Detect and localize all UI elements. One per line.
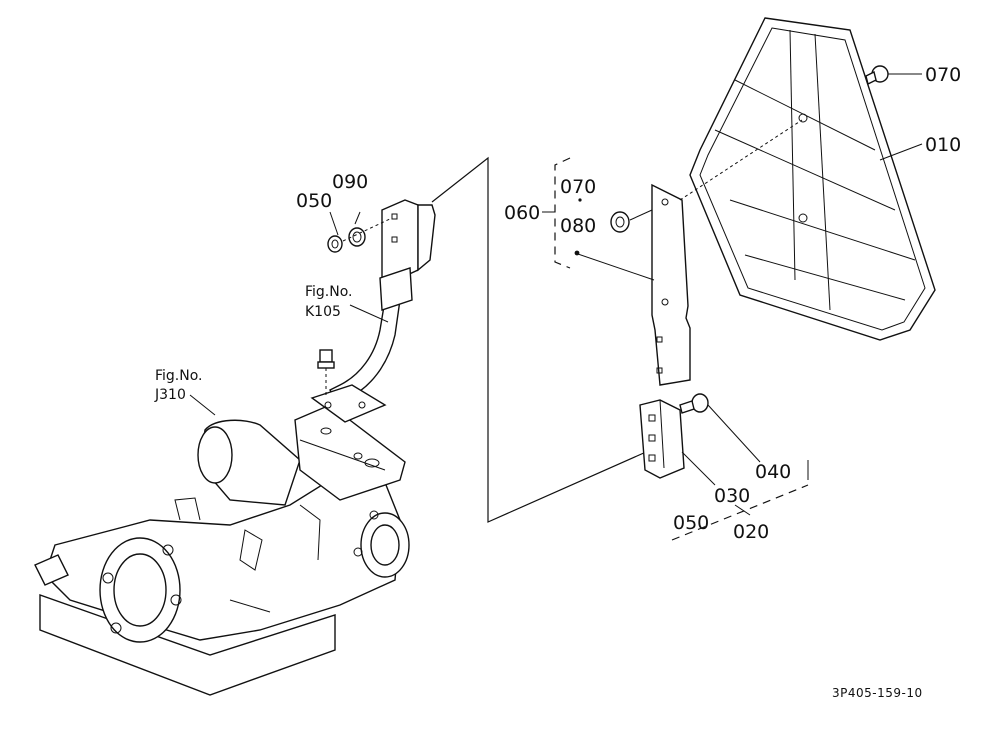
upper-washer — [348, 227, 366, 247]
callout-070-group: 070 — [560, 176, 596, 198]
callout-070-screw: 070 — [925, 64, 961, 86]
mounting-arm — [651, 183, 691, 386]
callout-080: 080 — [560, 215, 596, 237]
callout-090: 090 — [332, 171, 368, 193]
upper-nut — [327, 235, 343, 253]
callout-030: 030 — [714, 485, 750, 507]
mid-nut — [610, 211, 630, 233]
callout-050-top: 050 — [296, 190, 332, 212]
callout-010: 010 — [925, 134, 961, 156]
callout-040: 040 — [755, 461, 791, 483]
figref-k105-code: K105 — [305, 304, 341, 320]
figref-j310-label: Fig.No. — [155, 368, 203, 384]
drawing-code: 3P405-159-10 — [832, 686, 923, 700]
callout-050-bottom: 050 — [673, 512, 709, 534]
transmission-housing — [34, 404, 410, 696]
callout-020: 020 — [733, 521, 769, 543]
mounting-rod — [310, 299, 401, 423]
lower-screw — [679, 393, 709, 414]
clamp-block — [639, 399, 685, 479]
panel-screw — [865, 65, 889, 86]
callout-060: 060 — [504, 202, 540, 224]
group-bracket-060 — [554, 157, 571, 269]
upper-bracket — [379, 199, 436, 311]
figref-j310-code: J310 — [154, 387, 186, 403]
leader-lines — [189, 73, 923, 486]
figref-k105-label: Fig.No. — [305, 284, 353, 300]
frame-panel — [689, 17, 936, 341]
group-bracket-020 — [671, 484, 809, 541]
